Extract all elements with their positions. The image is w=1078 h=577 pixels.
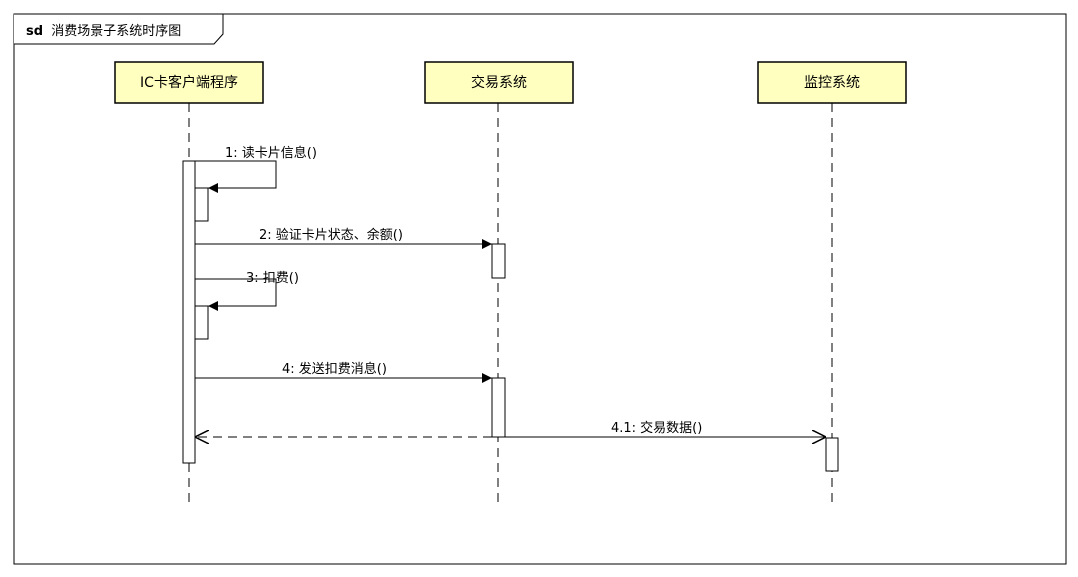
- message-1-arrow: [195, 160, 277, 193]
- lifeline-monitor: 监控系统: [757, 61, 907, 502]
- participant-ic-client-box[interactable]: [114, 61, 264, 104]
- frame-tab: [14, 13, 224, 45]
- message-3-label: 3: 扣费(): [246, 271, 299, 286]
- activation-monitor-41: [825, 437, 839, 472]
- message-3-arrow: [195, 278, 277, 311]
- frame-title-text: 消费场景子系统时序图: [51, 24, 181, 39]
- lifeline-transaction: 交易系统: [424, 61, 574, 502]
- message-3[interactable]: 3: 扣费(): [195, 271, 299, 311]
- message-4-label: 4: 发送扣费消息(): [282, 361, 387, 377]
- participant-monitor-label: 监控系统: [804, 75, 860, 91]
- frame-keyword: sd: [26, 24, 43, 39]
- participant-ic-client-label: IC卡客户端程序: [140, 74, 238, 91]
- message-2[interactable]: 2: 验证卡片状态、余额(): [195, 227, 492, 249]
- participant-transaction-label: 交易系统: [471, 74, 527, 91]
- activation-ic-self-1: [194, 187, 209, 222]
- activation-transaction-4: [491, 377, 506, 438]
- message-4-1[interactable]: 4.1: 交易数据(): [505, 420, 826, 437]
- message-4[interactable]: 4: 发送扣费消息(): [195, 361, 492, 383]
- participant-monitor-box[interactable]: [757, 61, 907, 104]
- activation-ic-main: [182, 160, 196, 464]
- frame-title: sd 消费场景子系统时序图: [26, 24, 181, 39]
- activation-transaction-2: [491, 243, 506, 279]
- participant-transaction-box[interactable]: [424, 61, 574, 104]
- activation-ic-self-3: [194, 305, 209, 340]
- message-2-label: 2: 验证卡片状态、余额(): [259, 227, 403, 243]
- message-4-1-label: 4.1: 交易数据(): [611, 420, 702, 436]
- message-1[interactable]: 1: 读卡片信息(): [195, 145, 317, 193]
- message-1-label: 1: 读卡片信息(): [225, 145, 317, 161]
